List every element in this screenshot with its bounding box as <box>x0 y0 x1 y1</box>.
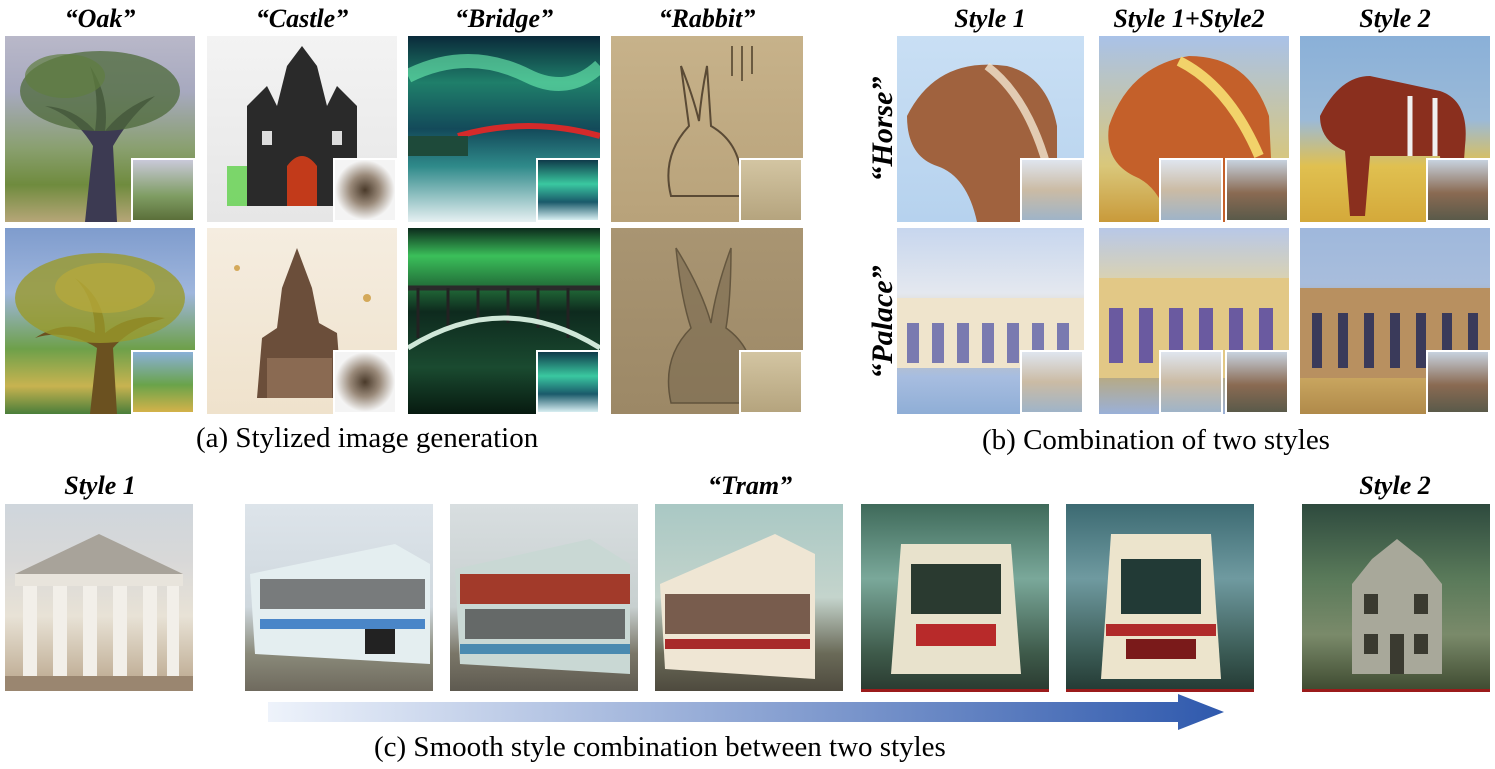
horse-combined-image <box>1099 36 1289 222</box>
palace-combined-inset-1 <box>1159 350 1223 414</box>
horse-style1-inset <box>1020 158 1084 222</box>
label-tram: “Tram” <box>707 471 793 500</box>
bridge-style-inset-2 <box>536 350 600 414</box>
tram-image-4-border <box>861 689 1049 692</box>
bridge-image-1 <box>408 36 600 222</box>
tram-image-1 <box>245 504 433 691</box>
oak-style-inset-1 <box>131 158 195 222</box>
tram-image-2 <box>450 504 638 691</box>
oak-image-1 <box>5 36 195 222</box>
horse-style2-image <box>1300 36 1490 222</box>
castle-image-2 <box>207 228 397 414</box>
label-castle: “Castle” <box>255 4 349 33</box>
row-label-palace: “Palace” <box>866 265 899 379</box>
rabbit-image-2 <box>611 228 803 414</box>
style2-house-border <box>1302 689 1490 692</box>
rabbit-style-inset-1 <box>739 158 803 222</box>
rabbit-style-inset-2 <box>739 350 803 414</box>
bridge-image-2 <box>408 228 600 414</box>
tram-image-3 <box>655 504 843 691</box>
horse-style1-image <box>897 36 1084 222</box>
palace-style1-image <box>897 228 1084 414</box>
label-style2-c: Style 2 <box>1359 471 1431 500</box>
bridge-style-inset-1 <box>536 158 600 222</box>
caption-a: (a) Stylized image generation <box>196 422 539 454</box>
style-transition-arrow <box>268 694 1224 730</box>
row-label-horse: “Horse” <box>866 76 899 182</box>
label-style1plus2-b: Style 1+Style2 <box>1113 4 1265 33</box>
palace-combined-inset-2 <box>1225 350 1289 414</box>
label-style1-b: Style 1 <box>954 4 1026 33</box>
label-bridge: “Bridge” <box>454 4 554 33</box>
caption-b: (b) Combination of two styles <box>982 424 1330 456</box>
castle-style-inset-2 <box>333 350 397 414</box>
rabbit-image-1 <box>611 36 803 222</box>
label-style1-c: Style 1 <box>64 471 136 500</box>
style1-building-image <box>5 504 193 691</box>
oak-image-2 <box>5 228 195 414</box>
castle-style-inset-1 <box>333 158 397 222</box>
palace-combined-image <box>1099 228 1289 414</box>
oak-style-inset-2 <box>131 350 195 414</box>
caption-c: (c) Smooth style combination between two… <box>374 731 946 763</box>
palace-style2-image <box>1300 228 1490 414</box>
tram-image-4 <box>861 504 1049 691</box>
castle-image-1 <box>207 36 397 222</box>
horse-combined-inset-1 <box>1159 158 1223 222</box>
tram-image-5 <box>1066 504 1254 691</box>
palace-style1-inset <box>1020 350 1084 414</box>
label-oak: “Oak” <box>64 4 136 33</box>
palace-style2-inset <box>1426 350 1490 414</box>
style2-house-image <box>1302 504 1490 691</box>
tram-image-5-border <box>1066 689 1254 692</box>
horse-style2-inset <box>1426 158 1490 222</box>
horse-combined-inset-2 <box>1225 158 1289 222</box>
label-rabbit: “Rabbit” <box>658 4 756 33</box>
label-style2-b: Style 2 <box>1359 4 1431 33</box>
